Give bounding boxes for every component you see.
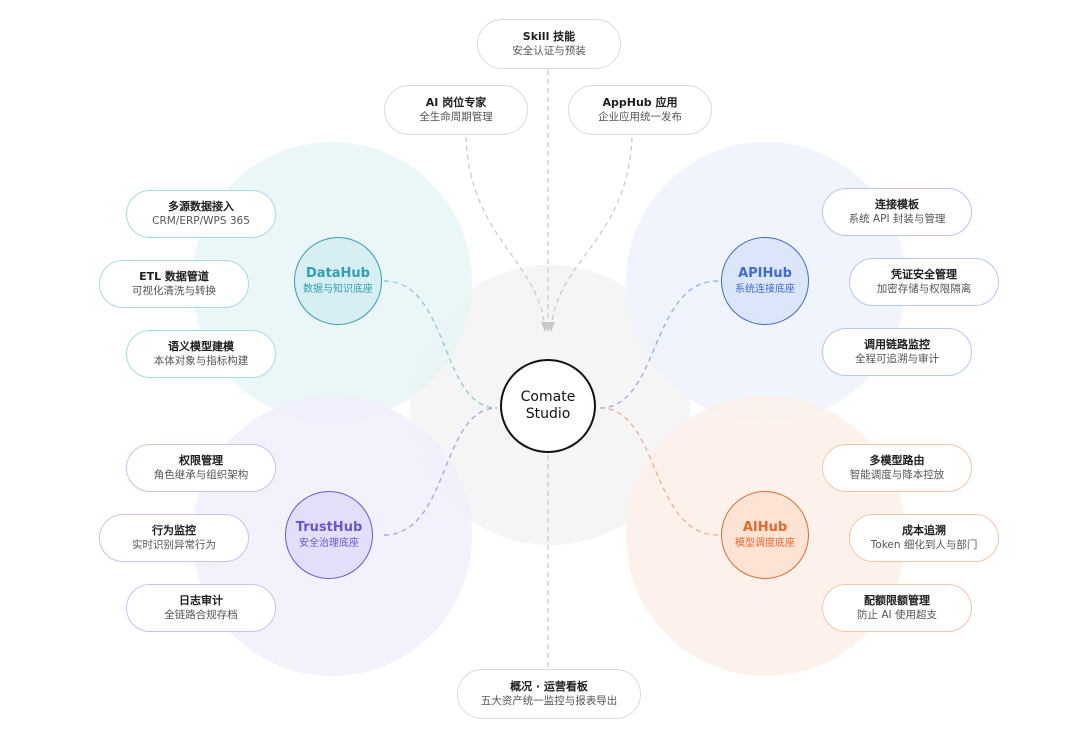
apihub-subtitle: 系统连接底座 — [735, 284, 795, 295]
aihub-item-title: 多模型路由 — [869, 454, 925, 467]
connector-ai-expert — [465, 136, 546, 331]
datahub-item-etl[interactable]: ETL 数据管道 可视化清洗与转换 — [99, 260, 249, 308]
trusthub-item-title: 行为监控 — [152, 524, 196, 537]
ai-expert-node-title: AI 岗位专家 — [425, 96, 487, 109]
aihub-item-title: 成本追溯 — [902, 524, 946, 537]
apihub-node[interactable]: APIHub 系统连接底座 — [721, 237, 809, 325]
trusthub-node[interactable]: TrustHub 安全治理底座 — [285, 491, 373, 579]
aihub-item-quota-limit[interactable]: 配额限额管理 防止 AI 使用超支 — [822, 584, 972, 632]
trusthub-item-subtitle: 角色继承与组织架构 — [153, 469, 249, 481]
ai-expert-node-subtitle: 全生命周期管理 — [419, 111, 493, 123]
aihub-title: AIHub — [742, 520, 788, 535]
aihub-item-model-routing[interactable]: 多模型路由 智能调度与降本控放 — [822, 444, 972, 492]
apihub-item-credential-security[interactable]: 凭证安全管理 加密存储与权限隔离 — [849, 258, 999, 306]
apihub-item-subtitle: 加密存储与权限隔离 — [876, 283, 972, 295]
apihub-item-call-trace[interactable]: 调用链路监控 全程可追溯与审计 — [822, 328, 972, 376]
apphub-node[interactable]: AppHub 应用 企业应用统一发布 — [568, 85, 712, 135]
center-title-line1: Comate — [520, 389, 576, 405]
apihub-item-connect-template[interactable]: 连接模板 系统 API 封装与管理 — [822, 188, 972, 236]
aihub-item-subtitle: Token 细化到人与部门 — [870, 539, 978, 551]
datahub-item-title: ETL 数据管道 — [139, 270, 209, 283]
apphub-node-title: AppHub 应用 — [602, 96, 678, 109]
datahub-item-data-ingest[interactable]: 多源数据接入 CRM/ERP/WPS 365 — [126, 190, 276, 238]
ai-expert-node[interactable]: AI 岗位专家 全生命周期管理 — [384, 85, 528, 135]
apihub-item-title: 连接模板 — [875, 198, 919, 211]
center-title-line2: Studio — [525, 406, 571, 422]
trusthub-item-behavior-monitor[interactable]: 行为监控 实时识别异常行为 — [99, 514, 249, 562]
connector-datahub — [383, 280, 498, 409]
apihub-item-title: 凭证安全管理 — [891, 268, 957, 281]
apihub-item-subtitle: 系统 API 封装与管理 — [848, 213, 946, 225]
datahub-item-subtitle: CRM/ERP/WPS 365 — [152, 215, 250, 227]
trusthub-item-title: 权限管理 — [179, 454, 223, 467]
apihub-title: APIHub — [738, 266, 792, 281]
aihub-item-subtitle: 智能调度与降本控放 — [849, 469, 945, 481]
skill-node-subtitle: 安全认证与预装 — [512, 45, 586, 57]
apihub-item-title: 调用链路监控 — [864, 338, 930, 351]
connector-apihub — [599, 280, 719, 409]
skill-node-title: Skill 技能 — [522, 30, 576, 43]
center-node[interactable]: Comate Studio — [500, 359, 596, 453]
overview-dashboard-subtitle: 五大资产统一监控与报表导出 — [480, 695, 618, 707]
datahub-item-semantic-model[interactable]: 语义模型建模 本体对象与指标构建 — [126, 330, 276, 378]
apphub-node-subtitle: 企业应用统一发布 — [598, 111, 682, 123]
datahub-item-title: 多源数据接入 — [168, 200, 234, 213]
datahub-title: DataHub — [306, 266, 370, 281]
apihub-item-subtitle: 全程可追溯与审计 — [855, 353, 939, 365]
connector-aihub — [599, 407, 719, 536]
aihub-item-subtitle: 防止 AI 使用超支 — [857, 609, 937, 621]
datahub-node[interactable]: DataHub 数据与知识底座 — [294, 237, 382, 325]
trusthub-item-subtitle: 全链路合规存档 — [164, 609, 238, 621]
datahub-subtitle: 数据与知识底座 — [303, 284, 373, 295]
datahub-item-subtitle: 可视化清洗与转换 — [132, 285, 216, 297]
trusthub-item-log-audit[interactable]: 日志审计 全链路合规存档 — [126, 584, 276, 632]
overview-dashboard-title: 概况 · 运营看板 — [510, 680, 588, 693]
datahub-item-title: 语义模型建模 — [168, 340, 234, 353]
aihub-item-title: 配额限额管理 — [864, 594, 930, 607]
skill-node[interactable]: Skill 技能 安全认证与预装 — [477, 19, 621, 69]
arrow-apphub — [547, 322, 555, 332]
arrow-ai-expert — [541, 322, 549, 332]
connector-trusthub — [383, 407, 498, 536]
trusthub-subtitle: 安全治理底座 — [299, 538, 359, 549]
trusthub-item-subtitle: 实时识别异常行为 — [132, 539, 216, 551]
aihub-node[interactable]: AIHub 模型调度底座 — [721, 491, 809, 579]
aihub-item-cost-trace[interactable]: 成本追溯 Token 细化到人与部门 — [849, 514, 999, 562]
trusthub-item-title: 日志审计 — [179, 594, 223, 607]
connector-apphub — [550, 136, 633, 331]
datahub-item-subtitle: 本体对象与指标构建 — [153, 355, 249, 367]
trusthub-title: TrustHub — [295, 520, 363, 535]
trusthub-item-permissions[interactable]: 权限管理 角色继承与组织架构 — [126, 444, 276, 492]
aihub-subtitle: 模型调度底座 — [735, 538, 795, 549]
overview-dashboard-node[interactable]: 概况 · 运营看板 五大资产统一监控与报表导出 — [457, 669, 641, 719]
